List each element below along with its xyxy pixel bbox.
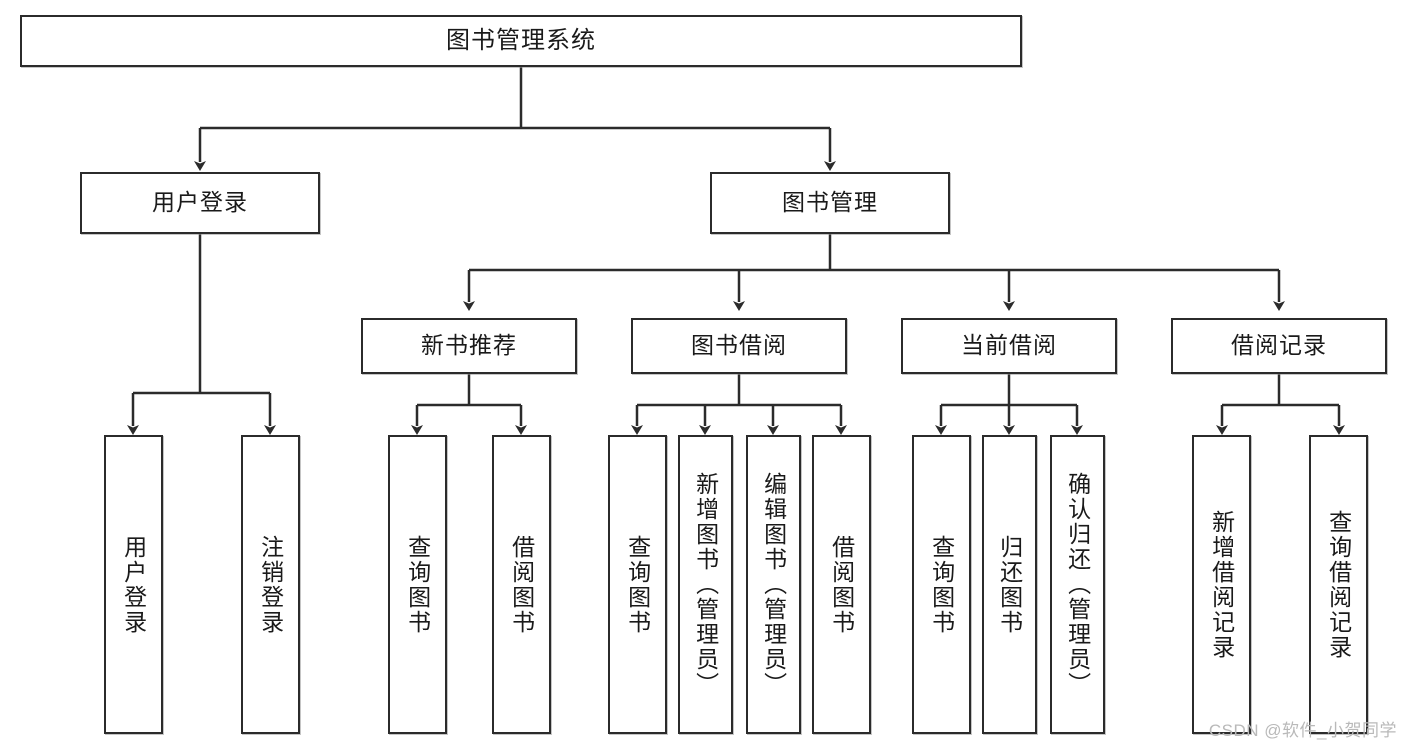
node-book-management[interactable]: 图书管理 [710, 172, 950, 234]
node-label: 新书推荐 [421, 332, 517, 359]
node-leaf-borrow-book-recommend[interactable]: 借阅图书 [492, 435, 551, 734]
node-root-system[interactable]: 图书管理系统 [20, 15, 1022, 67]
node-label: 查询图书 [404, 534, 431, 635]
node-label: 编辑图书（管理员） [760, 472, 787, 697]
node-leaf-user-login[interactable]: 用户登录 [104, 435, 163, 734]
node-label: 图书管理系统 [446, 26, 596, 54]
node-label: 借阅图书 [828, 534, 855, 635]
node-leaf-query-borrow-record[interactable]: 查询借阅记录 [1309, 435, 1368, 734]
node-current-borrow[interactable]: 当前借阅 [901, 318, 1117, 374]
node-new-book-recommend[interactable]: 新书推荐 [361, 318, 577, 374]
node-label: 查询借阅记录 [1325, 509, 1352, 660]
node-leaf-confirm-return-admin[interactable]: 确认归还（管理员） [1050, 435, 1105, 734]
node-label: 确认归还（管理员） [1064, 472, 1091, 697]
node-book-borrow[interactable]: 图书借阅 [631, 318, 847, 374]
node-label: 新增图书（管理员） [692, 472, 719, 697]
node-leaf-edit-book-admin[interactable]: 编辑图书（管理员） [746, 435, 801, 734]
node-leaf-query-book-current[interactable]: 查询图书 [912, 435, 971, 734]
node-label: 归还图书 [996, 534, 1023, 635]
node-label: 借阅记录 [1231, 332, 1327, 359]
node-label: 用户登录 [152, 189, 248, 216]
node-borrow-record[interactable]: 借阅记录 [1171, 318, 1387, 374]
node-leaf-return-book[interactable]: 归还图书 [982, 435, 1037, 734]
node-label: 查询图书 [928, 534, 955, 635]
node-leaf-add-book-admin[interactable]: 新增图书（管理员） [678, 435, 733, 734]
node-label: 用户登录 [120, 534, 147, 635]
node-leaf-add-borrow-record[interactable]: 新增借阅记录 [1192, 435, 1251, 734]
node-user-login[interactable]: 用户登录 [80, 172, 320, 234]
node-label: 图书借阅 [691, 332, 787, 359]
node-leaf-query-book-recommend[interactable]: 查询图书 [388, 435, 447, 734]
node-leaf-logout[interactable]: 注销登录 [241, 435, 300, 734]
node-label: 图书管理 [782, 189, 878, 216]
node-label: 新增借阅记录 [1208, 509, 1235, 660]
node-label: 借阅图书 [508, 534, 535, 635]
node-leaf-borrow-book[interactable]: 借阅图书 [812, 435, 871, 734]
node-label: 查询图书 [624, 534, 651, 635]
node-label: 注销登录 [257, 534, 284, 635]
watermark-text: CSDN @软件_小贺同学 [1208, 721, 1397, 740]
node-label: 当前借阅 [961, 332, 1057, 359]
node-leaf-query-book-borrow[interactable]: 查询图书 [608, 435, 667, 734]
